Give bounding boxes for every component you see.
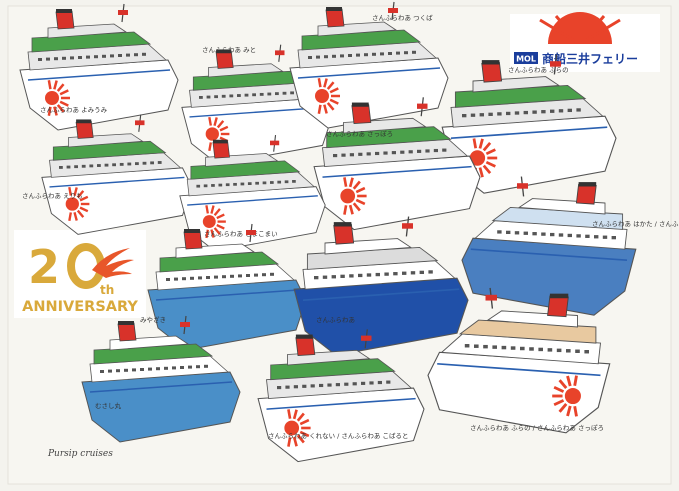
ship-name-label: さんふらわあ つくば (372, 13, 433, 22)
sun-emblem-icon (315, 78, 340, 114)
ferry-ship (313, 97, 481, 231)
ferry-ship (289, 1, 449, 129)
anniversary-suffix: th (100, 283, 114, 297)
sun-emblem-icon (65, 186, 90, 222)
sun-emblem-icon (284, 409, 311, 447)
ship-name-label: さんふらわあ はかた / さんふらわあ とうきょう (592, 220, 679, 228)
mol-mark-box (514, 52, 538, 64)
ship-name-label: さんふらわあ みと (202, 46, 256, 54)
ferry-ship (427, 287, 611, 434)
ferry-ship (41, 114, 193, 235)
sun-logo-icon (530, 12, 630, 48)
anniversary-word: ANNIVERSARY (22, 299, 138, 315)
sun-emblem-icon (340, 177, 367, 215)
ship-name-label: むさし丸 (95, 401, 122, 410)
ship-name-label: さんふらわあ えりも (22, 192, 83, 200)
ship-name-label: さんふらわあ ふらの / さんふらわあ さっぽろ (470, 423, 604, 432)
ferry-ship (81, 315, 241, 443)
company-name: 商船三井フェリー (542, 51, 638, 66)
ferry-ship (461, 176, 637, 316)
ship-name-label: さんふらわあ くれない / さんふらわあ こばると (268, 431, 408, 440)
ferry-ship (179, 135, 326, 252)
artist-signature: Pursip cruises (47, 449, 113, 459)
ship-name-label: さんふらわあ (316, 316, 355, 324)
ferry-ship (19, 3, 179, 131)
ferry-ship (257, 329, 425, 463)
mol-mark: MOL (516, 55, 536, 64)
anniversary-badge: 2 th ANNIVERSARY (14, 230, 146, 318)
ferry-ship (293, 216, 469, 356)
ship-name-label: さんふらわあ よみうみ (40, 106, 108, 114)
ship-name-label: さんふらわあ さっぽろ (326, 129, 393, 138)
sun-emblem-icon (202, 205, 226, 239)
ship-name-label: さんふらわあ ふらの (508, 66, 569, 74)
ship-name-label: さんふらわあ とまこまい (204, 230, 278, 238)
ferry-ship (441, 54, 617, 194)
sun-emblem-icon (45, 80, 70, 116)
ferry-ship (147, 223, 307, 351)
sun-zero-icon (67, 243, 134, 289)
ship-name-label: みやざき (140, 315, 166, 324)
anniversary-digit-2: 2 (28, 240, 60, 294)
mol-logo: MOL 商船三井フェリー (510, 12, 660, 72)
sun-emblem-icon (552, 375, 581, 417)
